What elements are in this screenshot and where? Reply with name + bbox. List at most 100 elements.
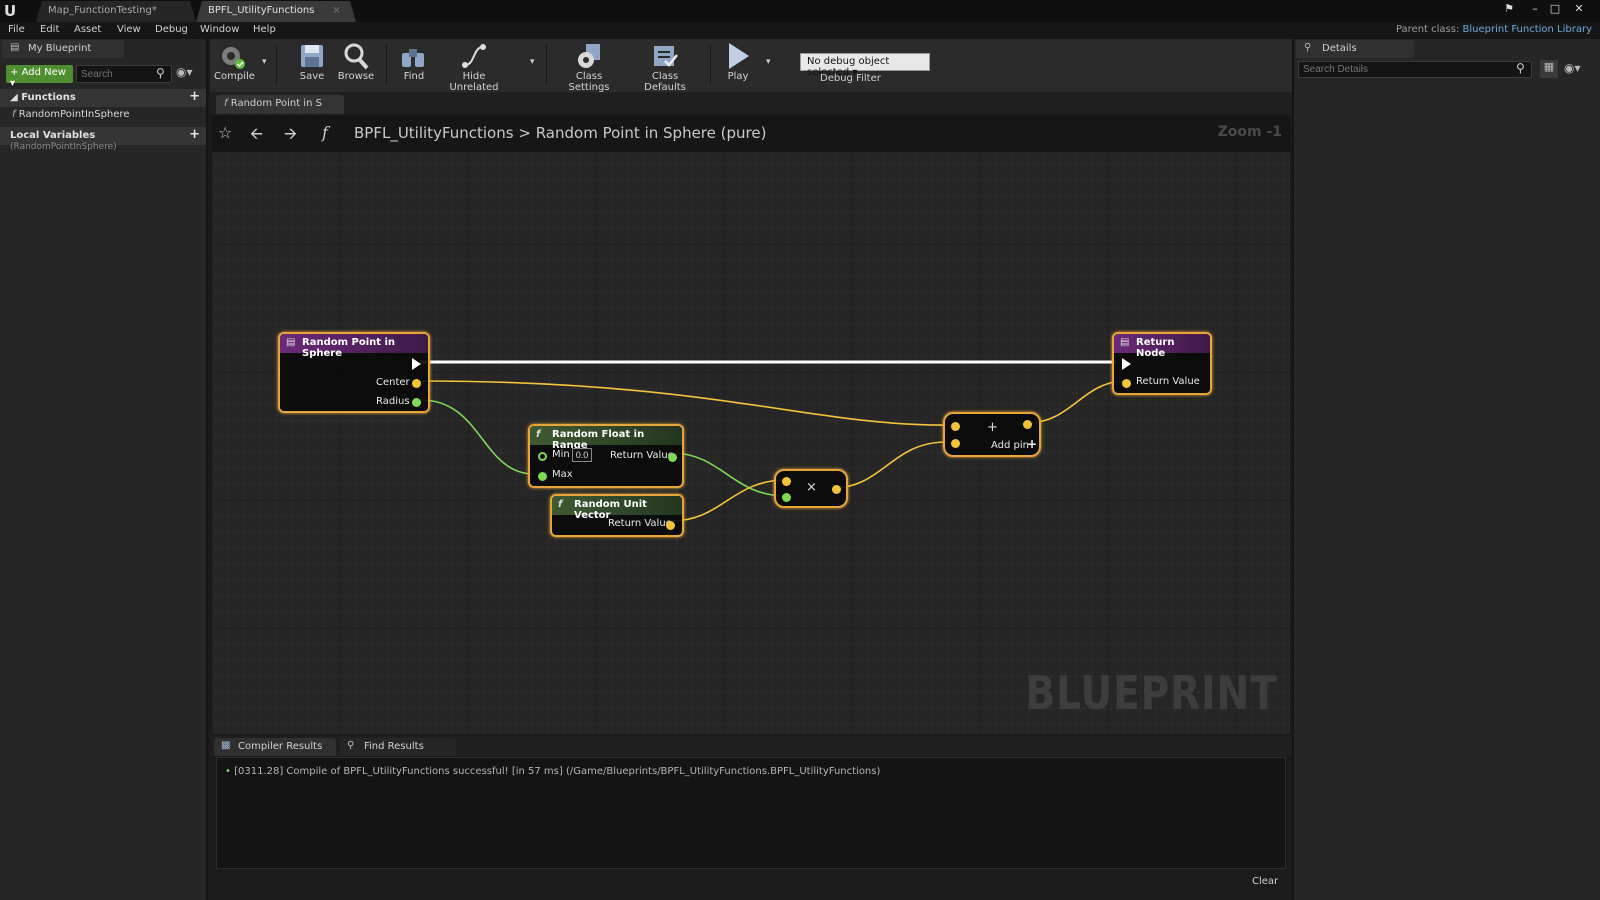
menu-edit[interactable]: Edit (40, 24, 60, 35)
forward-arrow-icon[interactable]: 🡪 (284, 124, 297, 143)
functions-section-header[interactable]: ◢ Functions + (0, 89, 206, 107)
exec-out-pin[interactable] (412, 358, 421, 370)
multiply-out-pin[interactable] (832, 485, 841, 494)
add-variable-icon[interactable]: + (189, 127, 200, 142)
node-add[interactable]: + Add pin + (943, 412, 1041, 457)
chevron-down-icon: ▾ (10, 78, 16, 89)
graph-wires (420, 360, 1127, 522)
center-pin[interactable] (412, 379, 421, 388)
clear-button[interactable]: Clear (1252, 876, 1279, 887)
add-out-pin[interactable] (1023, 420, 1032, 429)
function-item-randompointinsphere[interactable]: f RandomPointInSphere (12, 109, 129, 120)
class-settings-button[interactable]: Class Settings (556, 41, 622, 93)
blueprint-graph[interactable]: ☆ 🡨 🡪 f BPFL_UtilityFunctions > Random P… (212, 116, 1290, 734)
local-variables-section-header[interactable]: Local Variables (RandomPointInSphere) + (0, 127, 206, 152)
tab-label: Map_FunctionTesting* (48, 5, 157, 16)
node-random-unit-vector[interactable]: f Random Unit Vector Return Value (550, 494, 684, 537)
property-matrix-icon[interactable]: ▦ (1540, 60, 1558, 78)
node-title: Random Unit Vector (574, 499, 647, 521)
search-icon[interactable]: ⚲ (156, 66, 165, 80)
menu-view[interactable]: View (117, 24, 141, 35)
save-button[interactable]: Save (294, 41, 330, 89)
function-entry-icon: ▤ (286, 337, 296, 348)
close-icon[interactable]: × (332, 5, 341, 16)
multiply-symbol: × (806, 480, 817, 495)
hide-unrelated-chevron-icon[interactable]: ▾ (530, 57, 535, 67)
hide-unrelated-button[interactable]: Hide Unrelated (438, 41, 510, 93)
pin-label-return-value: Return Value (608, 518, 672, 529)
add-new-button[interactable]: + Add New ▾ (6, 65, 73, 89)
log-entry: • [0311.28] Compile of BPFL_UtilityFunct… (225, 766, 880, 777)
tab-details[interactable]: ⚲ Details (1296, 40, 1414, 58)
add-new-label: Add New (21, 67, 66, 78)
multiply-float-in-pin[interactable] (782, 493, 791, 502)
exec-in-pin[interactable] (1122, 358, 1131, 370)
compile-options-chevron-icon[interactable]: ▾ (262, 57, 267, 67)
add-in-a-pin[interactable] (951, 422, 960, 431)
star-icon[interactable]: ☆ (218, 123, 233, 142)
vector-return-pin[interactable] (666, 521, 675, 530)
add-pin-plus-icon[interactable]: + (1027, 437, 1038, 451)
browse-button[interactable]: Browse (336, 41, 376, 89)
node-multiply[interactable]: × (774, 469, 848, 508)
view-options-icon[interactable]: ◉▾ (176, 65, 193, 79)
tab-find-results[interactable]: ⚲ Find Results (340, 738, 456, 756)
view-options-icon[interactable]: ◉▾ (1564, 61, 1581, 75)
node-title: Random Float in Range (552, 429, 645, 451)
radius-pin[interactable] (412, 398, 421, 407)
node-return[interactable]: ▤Return Node Return Value (1112, 332, 1212, 395)
menu-file[interactable]: File (8, 24, 25, 35)
class-defaults-label: Class Defaults (644, 71, 686, 93)
menu-debug[interactable]: Debug (155, 24, 188, 35)
details-search-input[interactable] (1298, 61, 1532, 78)
back-arrow-icon[interactable]: 🡨 (250, 124, 263, 143)
node-random-point-in-sphere[interactable]: ▤Random Point in Sphere Center Radius (278, 332, 430, 413)
add-pin-label[interactable]: Add pin (991, 440, 1030, 451)
float-return-pin[interactable] (668, 453, 677, 462)
class-defaults-button[interactable]: Class Defaults (630, 41, 700, 93)
search-icon[interactable]: ⚲ (1516, 61, 1525, 75)
breadcrumb-root[interactable]: BPFL_UtilityFunctions (354, 124, 514, 142)
add-function-icon[interactable]: + (189, 89, 200, 104)
add-in-b-pin[interactable] (951, 439, 960, 448)
minimize-icon[interactable]: – (1532, 2, 1538, 15)
menu-asset[interactable]: Asset (74, 24, 102, 35)
function-icon: f (558, 499, 563, 510)
find-label: Find (403, 71, 425, 82)
function-icon: f (536, 429, 541, 440)
hide-unrelated-icon (462, 44, 486, 68)
pin-label-return-value: Return Value (610, 450, 674, 461)
tab-bpfl-utility-functions[interactable]: BPFL_UtilityFunctions× (196, 1, 356, 22)
compile-button[interactable]: Compile (214, 41, 255, 89)
browse-label: Browse (337, 71, 375, 82)
tab-compiler-results[interactable]: ▩ Compiler Results (214, 738, 336, 756)
menu-window[interactable]: Window (200, 24, 240, 35)
close-window-icon[interactable]: ✕ (1574, 2, 1584, 15)
tab-map-function-testing[interactable]: Map_FunctionTesting* (36, 1, 196, 22)
vector-to-multiply-wire (670, 479, 787, 522)
function-icon: f (322, 123, 328, 142)
radius-wire (420, 399, 535, 475)
tab-random-point-in-sphere[interactable]: f Random Point in S (216, 95, 344, 114)
multiply-vector-in-pin[interactable] (782, 477, 791, 486)
find-button[interactable]: Find (396, 41, 432, 89)
min-value-input[interactable] (572, 448, 592, 462)
max-pin[interactable] (538, 472, 547, 481)
plus-icon: + (10, 67, 19, 78)
play-options-chevron-icon[interactable]: ▾ (766, 57, 771, 67)
debug-object-select[interactable]: No debug object selected ▾ (800, 53, 930, 78)
menu-help[interactable]: Help (253, 24, 276, 35)
tab-my-blueprint[interactable]: ▤ My Blueprint (2, 40, 124, 58)
node-header: f Random Unit Vector (552, 496, 682, 521)
maximize-icon[interactable]: □ (1549, 2, 1561, 15)
search-input[interactable] (76, 65, 172, 83)
min-pin[interactable] (538, 452, 547, 461)
play-button[interactable]: Play (718, 41, 758, 89)
notification-icon[interactable]: ⚑ (1504, 2, 1514, 15)
parent-class-link[interactable]: Blueprint Function Library (1462, 24, 1592, 35)
save-icon (301, 45, 323, 67)
return-value-pin[interactable] (1122, 379, 1131, 388)
blueprint-icon: ▤ (10, 42, 20, 53)
toolbar: Compile ▾ Save Browse Find Hide Unrelate… (210, 39, 1292, 93)
